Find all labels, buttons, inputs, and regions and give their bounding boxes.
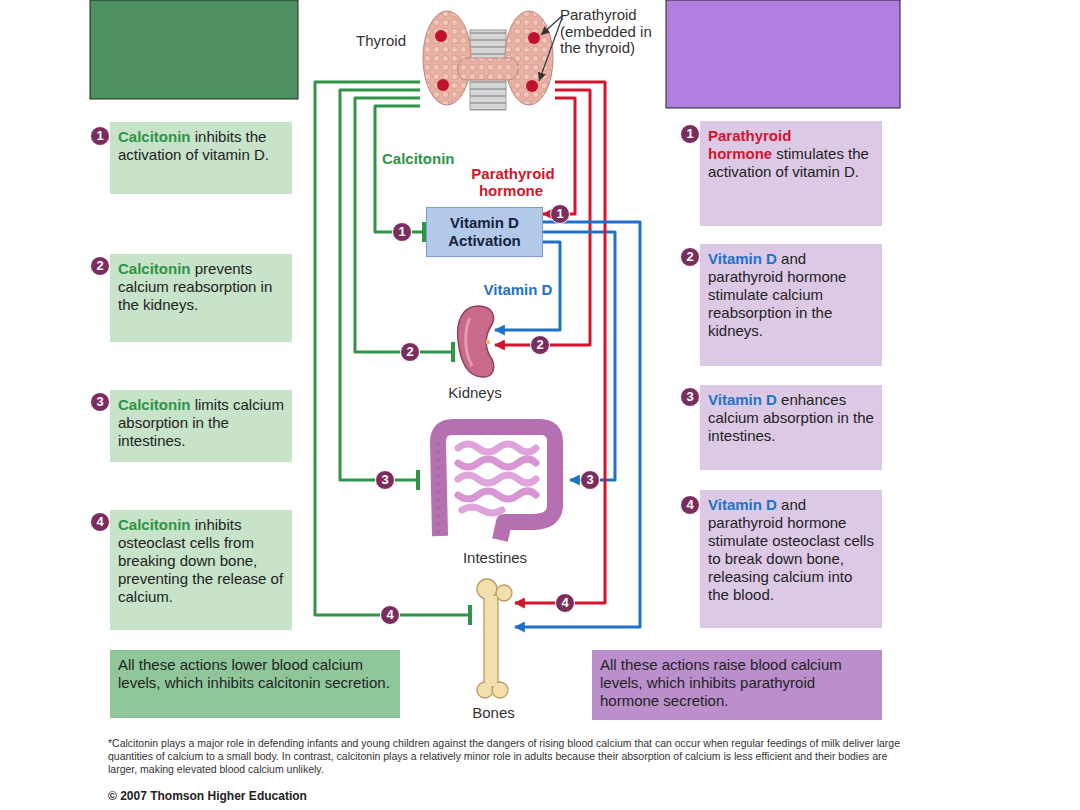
callout-number: 3 (375, 470, 395, 490)
bone-illustration: Bones (472, 578, 515, 700)
stimulation-connector (515, 82, 605, 603)
callout-number: 3 (580, 470, 600, 490)
callout-number: 2 (400, 342, 420, 362)
callout-number: 4 (380, 605, 400, 625)
gland-label: Parathyroid (embedded in the thyroid) (560, 7, 660, 57)
callout-number: 4 (680, 495, 700, 515)
summary-box: All these actions raise blood calcium le… (592, 650, 882, 720)
agent-name: Vitamin D (708, 496, 777, 513)
process-box: Vitamin D Activation (426, 207, 543, 257)
inhibition-connector (340, 90, 420, 480)
callout-number: 1 (550, 204, 570, 224)
copyright-note: © 2007 Thomson Higher Education (108, 789, 307, 803)
effect-box: Vitamin Denhances calcium absorption in … (700, 385, 882, 470)
callout-number: 2 (680, 247, 700, 267)
agent-name: Calcitonin (118, 260, 191, 277)
effect-box: Calcitonininhibits osteoclast cells from… (110, 510, 292, 630)
effect-box: Parathyroid hormonestimulates the activa… (700, 121, 882, 226)
callout-number: 4 (555, 593, 575, 613)
footnote: *Calcitonin plays a major role in defend… (108, 737, 908, 776)
callout-number: 2 (530, 335, 550, 355)
organ-label: Intestines (463, 549, 527, 566)
intestine-illustration: Intestines (420, 415, 570, 545)
callout-number: 1 (680, 124, 700, 144)
inhibition-connector (375, 106, 426, 232)
text-block: Vitamin D Activation (435, 214, 534, 250)
connector-label: Calcitonin (380, 150, 472, 167)
agent-name: Calcitonin (118, 128, 191, 145)
agent-name: Calcitonin (118, 516, 191, 533)
leader-line (539, 18, 562, 81)
text-block: Vitamin Dand parathyroid hormone stimula… (708, 496, 874, 604)
text-block: Parathyroid hormonestimulates the activa… (708, 127, 874, 181)
callout-number: 1 (90, 126, 110, 146)
text-block: Calcitoninlimits calcium absorption in t… (118, 396, 284, 450)
text-block: Vitamin Denhances calcium absorption in … (708, 391, 874, 445)
inhibition-connector (315, 82, 472, 615)
intestine-drawing (438, 427, 555, 540)
effect-box: Calcitonininhibits the activation of vit… (110, 122, 292, 194)
text-block: Calcitonininhibits osteoclast cells from… (118, 516, 284, 606)
summary-box: All these actions lower blood calcium le… (110, 650, 400, 718)
bone-drawing (477, 579, 512, 698)
summary-text: All these actions raise blood calcium le… (600, 656, 842, 709)
text-block: Vitamin Dand parathyroid hormone stimula… (708, 250, 874, 340)
agent-name: Vitamin D (708, 391, 777, 408)
agent-name: Calcitonin (118, 396, 191, 413)
green-panel (90, 0, 298, 99)
callout-number: 4 (90, 512, 110, 532)
text-block: All these actions raise blood calcium le… (600, 656, 874, 710)
text-block: All these actions lower blood calcium le… (118, 656, 392, 692)
kidney-illustration: Kidneys (455, 305, 495, 380)
connector-label: Vitamin D (480, 281, 556, 298)
box-label: Vitamin D Activation (448, 214, 521, 249)
callout-number: 3 (680, 387, 700, 407)
callout-number: 3 (90, 392, 110, 412)
kidney-drawing (458, 306, 494, 377)
stimulation-connector (543, 98, 575, 214)
agent-name: Vitamin D (708, 250, 777, 267)
organ-label: Bones (472, 704, 515, 721)
callout-number: 1 (392, 222, 412, 242)
purple-panel (666, 0, 900, 108)
effect-box: Vitamin Dand parathyroid hormone stimula… (700, 244, 882, 366)
text-block: Calcitoninprevents calcium reabsorption … (118, 260, 284, 314)
thyroid-illustration: ThyroidParathyroid (embedded in the thyr… (420, 5, 555, 110)
connector-label: Parathyroid hormone (458, 165, 566, 200)
effect-box: Calcitoninlimits calcium absorption in t… (110, 390, 292, 462)
callout-number: 2 (90, 256, 110, 276)
thyroid-drawing (423, 11, 562, 110)
effect-box: Vitamin Dand parathyroid hormone stimula… (700, 490, 882, 628)
organ-label: Thyroid (356, 33, 406, 50)
effect-box: Calcitoninprevents calcium reabsorption … (110, 254, 292, 342)
summary-text: All these actions lower blood calcium le… (118, 656, 390, 691)
organ-label: Kidneys (448, 384, 501, 401)
text-block: Calcitonininhibits the activation of vit… (118, 128, 284, 164)
